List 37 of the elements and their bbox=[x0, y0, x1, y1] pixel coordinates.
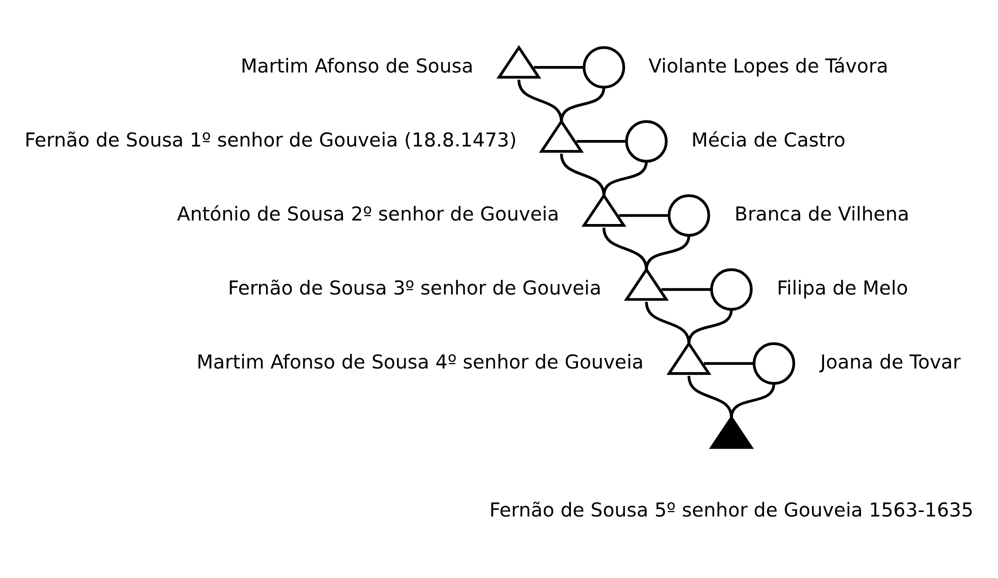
node-circle bbox=[582, 46, 626, 88]
connector bbox=[688, 308, 733, 344]
connector bbox=[602, 227, 648, 270]
connector bbox=[560, 153, 606, 196]
connector bbox=[534, 66, 584, 68]
node-triangle bbox=[666, 340, 712, 374]
connector bbox=[576, 140, 627, 142]
node-label: Martim Afonso de Sousa bbox=[240, 54, 474, 77]
connector bbox=[645, 301, 690, 344]
node-circle bbox=[752, 342, 796, 384]
connector bbox=[688, 375, 733, 418]
node-label: Branca de Vilhena bbox=[734, 202, 910, 226]
node-label: Filipa de Melo bbox=[776, 276, 908, 300]
connector bbox=[518, 79, 563, 122]
node-label: Violante Lopes de Távora bbox=[648, 54, 888, 77]
node-circle bbox=[710, 268, 753, 310]
node-label: Fernão de Sousa 5º senhor de Gouveia 1563-1635 bbox=[489, 498, 974, 522]
connector bbox=[645, 234, 690, 270]
connector bbox=[704, 362, 754, 364]
node-label: Fernão de Sousa 1º senhor de Gouveia (18.8.1473) bbox=[24, 128, 517, 151]
node-circle bbox=[668, 194, 710, 236]
node-triangle bbox=[538, 118, 584, 152]
node-triangle bbox=[624, 266, 669, 300]
connector bbox=[618, 214, 670, 216]
node-label: Fernão de Sousa 3º senhor de Gouveia bbox=[228, 276, 602, 300]
connector bbox=[602, 160, 648, 196]
node-label: António de Sousa 2º senhor de Gouveia bbox=[176, 202, 560, 226]
node-label: Mécia de Castro bbox=[691, 128, 846, 151]
node-circle bbox=[625, 120, 668, 162]
connector bbox=[661, 288, 712, 290]
node-label: Martim Afonso de Sousa 4º senhor de Gouveia bbox=[196, 350, 644, 374]
connector bbox=[560, 86, 606, 122]
node-triangle bbox=[496, 44, 542, 78]
node-triangle bbox=[708, 414, 754, 448]
node-triangle bbox=[581, 192, 626, 226]
node-label: Joana de Tovar bbox=[820, 350, 961, 374]
connector bbox=[730, 382, 776, 418]
